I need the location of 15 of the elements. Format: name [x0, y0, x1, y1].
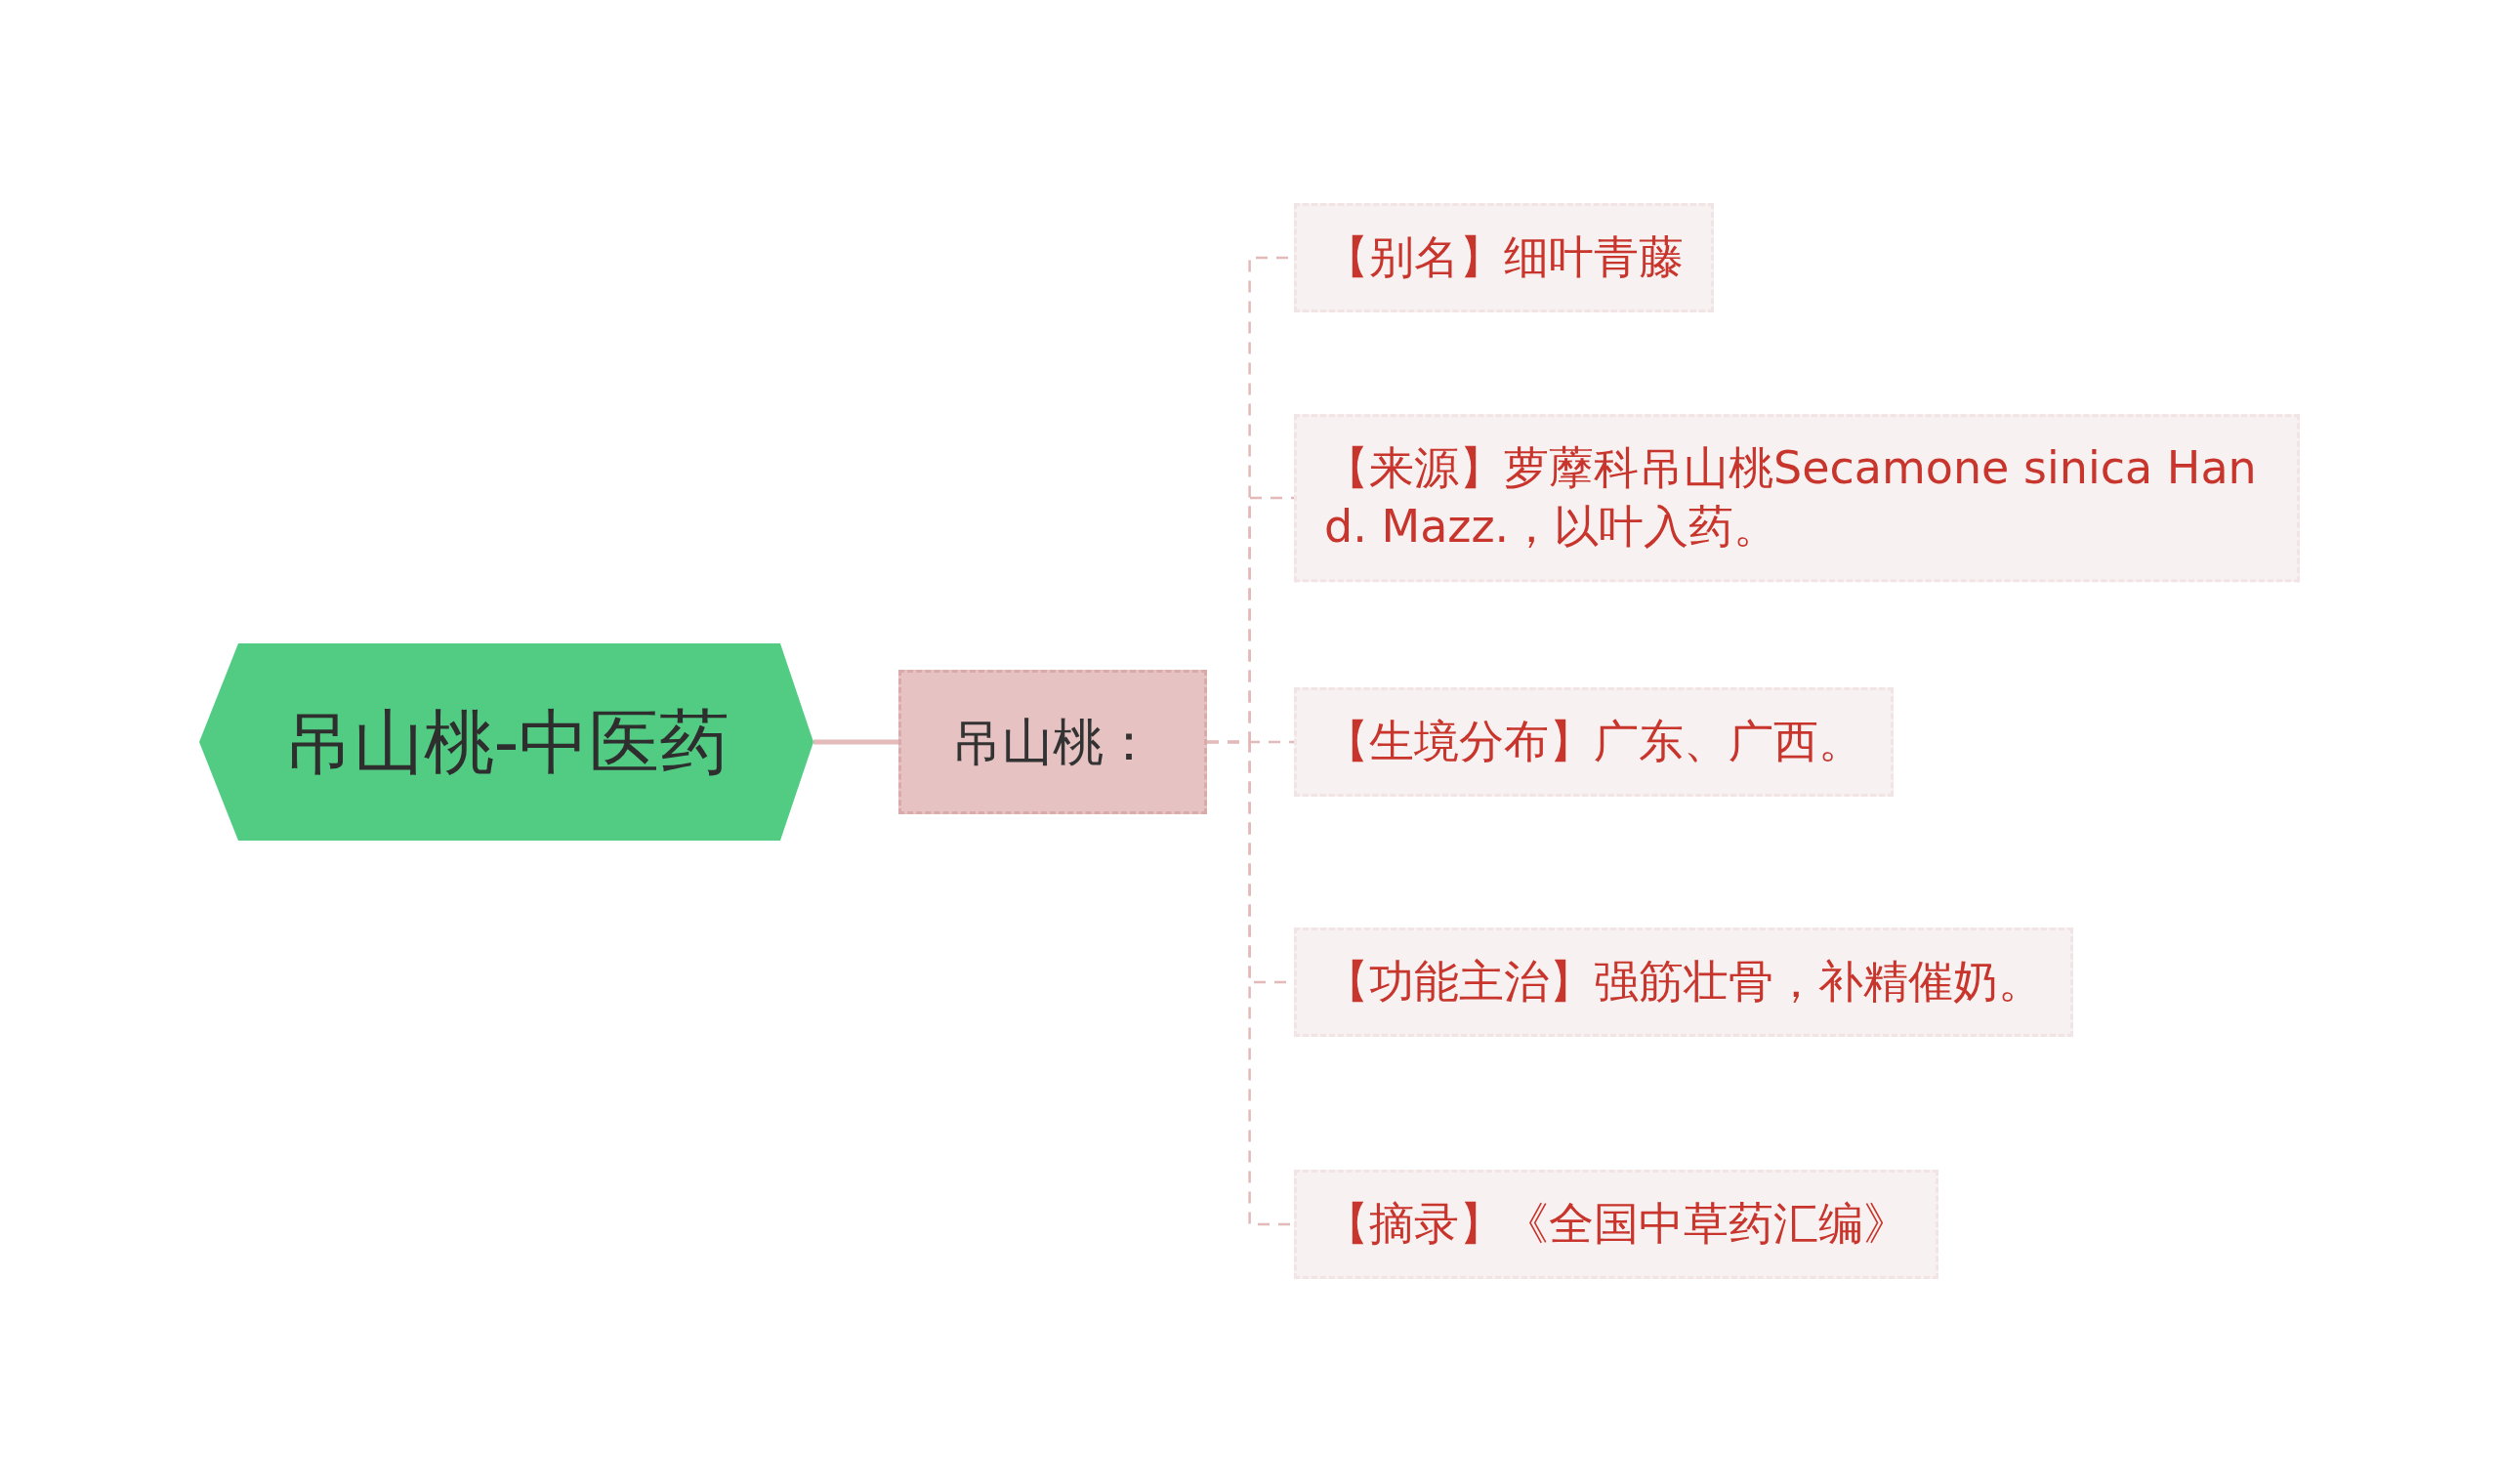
note-box — [1294, 414, 2300, 582]
note-text: 【来源】萝藦科吊山桃Secamone sinica Hand. Mazz.，以叶入药。 — [1324, 440, 2258, 555]
note-box — [1294, 687, 1894, 797]
note-text: 【功能主治】强筋壮骨，补精催奶。 — [1324, 954, 2043, 1010]
note-box — [1294, 928, 2073, 1037]
note-text: 【生境分布】广东、广西。 — [1324, 714, 1863, 770]
topic-hexagon — [199, 643, 813, 841]
subtopic-box — [898, 670, 1207, 814]
note-box — [1294, 203, 1714, 312]
topic-text: 吊山桃-中医药 — [282, 699, 730, 785]
note-text: 【摘录】《全国中草药汇编》 — [1324, 1196, 1908, 1253]
note-text: 【别名】细叶青藤 — [1324, 229, 1684, 286]
subtopic-text: 吊山桃： — [951, 711, 1154, 773]
note-box — [1294, 1170, 1938, 1279]
connector-line — [813, 739, 898, 745]
